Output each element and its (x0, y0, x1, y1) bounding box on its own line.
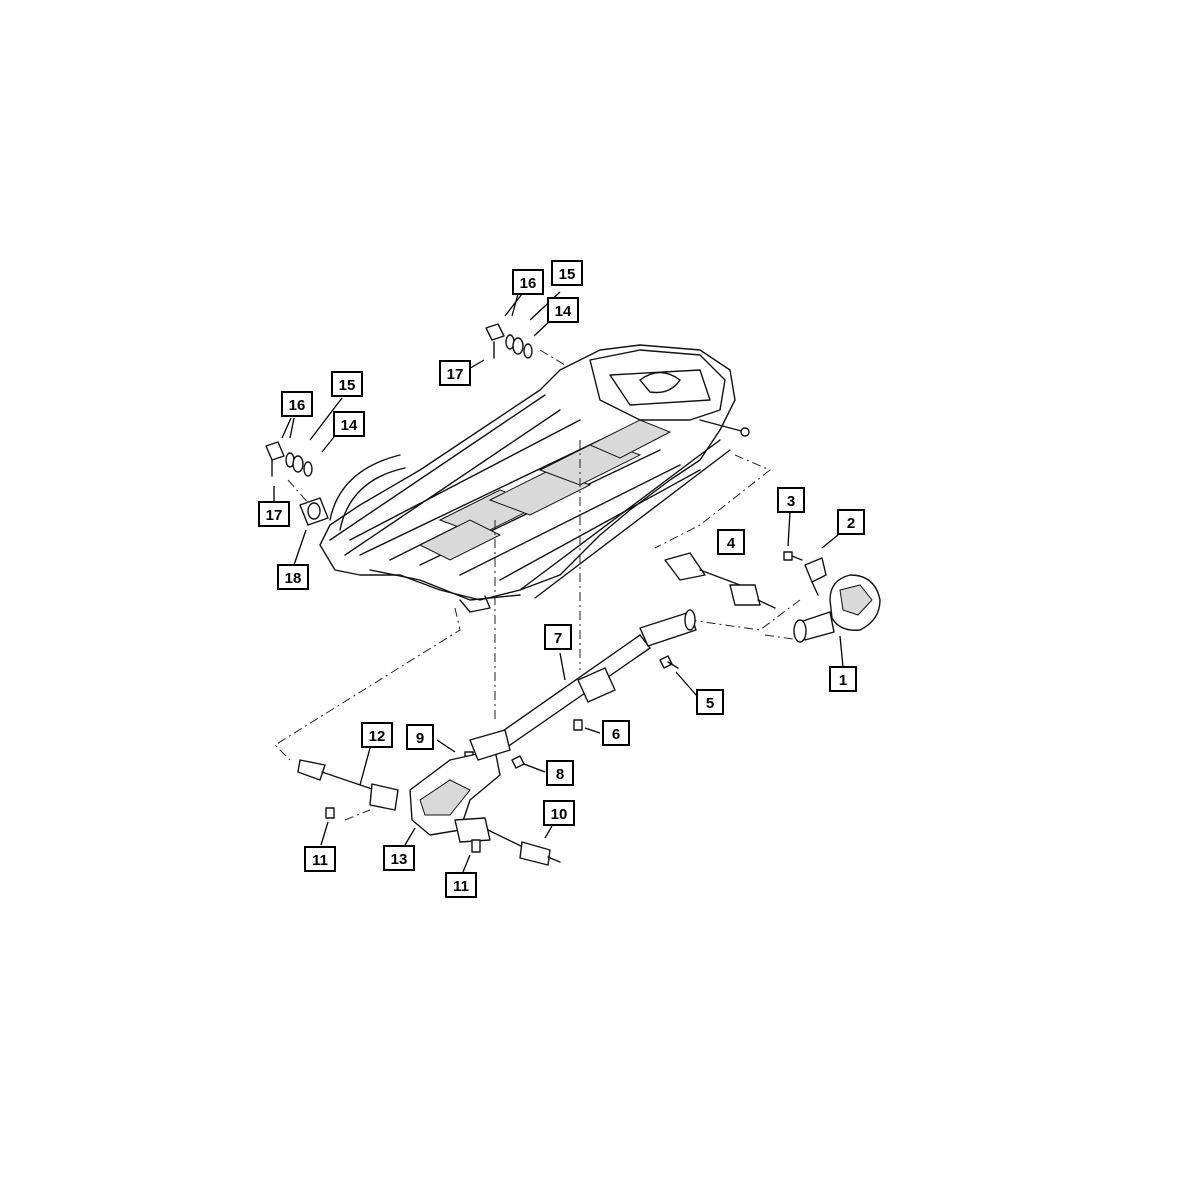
callout-17-upper: 17 (439, 360, 471, 386)
svg-text:6: 6 (612, 726, 620, 743)
svg-text:17: 17 (266, 507, 283, 524)
svg-text:3: 3 (787, 493, 795, 510)
svg-text:16: 16 (289, 397, 306, 414)
svg-text:9: 9 (416, 730, 424, 747)
callout-9: 9 (406, 724, 434, 750)
svg-text:14: 14 (555, 303, 572, 320)
svg-text:8: 8 (556, 766, 564, 783)
bolt-8 (511, 755, 525, 769)
svg-text:1: 1 (839, 672, 847, 689)
leader-lines (273, 291, 844, 873)
svg-text:13: 13 (391, 851, 408, 868)
bracket-bolt (783, 551, 803, 561)
callout-15-upper: 15 (551, 260, 583, 286)
callout-6: 6 (602, 720, 630, 746)
svg-text:11: 11 (453, 878, 469, 895)
mount-hardware-upper (485, 323, 533, 359)
svg-text:15: 15 (339, 377, 356, 394)
svg-text:5: 5 (706, 695, 714, 712)
bolt-11-right (471, 839, 481, 853)
rear-half-shaft (664, 552, 776, 609)
bolt-11-left (325, 807, 335, 819)
callout-2: 2 (837, 509, 865, 535)
rear-mount-bushing (299, 497, 329, 526)
svg-text:7: 7 (554, 630, 562, 647)
callout-14-upper: 14 (547, 297, 579, 323)
callout-7: 7 (544, 624, 572, 650)
callout-12: 12 (361, 722, 393, 748)
svg-text:14: 14 (341, 417, 358, 434)
differential-bracket (804, 557, 827, 596)
svg-text:4: 4 (727, 535, 736, 552)
vehicle-underbody-frame (319, 344, 750, 613)
callout-13: 13 (383, 845, 415, 871)
svg-text:11: 11 (312, 852, 328, 869)
svg-text:15: 15 (559, 266, 576, 283)
front-left-half-shaft (297, 759, 399, 811)
callout-10: 10 (543, 800, 575, 826)
callout-18: 18 (277, 564, 309, 590)
callout-1: 1 (829, 666, 857, 692)
svg-text:18: 18 (285, 570, 302, 587)
assembly-guide-lines (274, 349, 801, 821)
callout-8: 8 (546, 760, 574, 786)
front-differential (409, 729, 511, 836)
svg-text:16: 16 (520, 275, 537, 292)
shaft-bolt-6 (573, 719, 583, 731)
callout-11-left: 11 (304, 846, 336, 872)
callout-4: 4 (717, 529, 745, 555)
rear-differential (793, 574, 881, 643)
callout-16-lower: 16 (281, 391, 313, 417)
callout-14-lower: 14 (333, 411, 365, 437)
svg-text:10: 10 (551, 806, 568, 823)
callout-15-lower: 15 (331, 371, 363, 397)
callout-16-upper: 16 (512, 269, 544, 295)
svg-text:17: 17 (447, 366, 464, 383)
callout-5: 5 (696, 689, 724, 715)
callout-3: 3 (777, 487, 805, 513)
mount-hardware-lower (265, 441, 313, 477)
svg-text:12: 12 (369, 728, 386, 745)
svg-text:2: 2 (847, 515, 855, 532)
shaft-bolt-5 (659, 655, 679, 669)
drive-shaft (489, 609, 697, 753)
callout-17-lower: 17 (258, 501, 290, 527)
front-right-half-shaft (454, 817, 561, 866)
callout-11-right: 11 (445, 872, 477, 898)
